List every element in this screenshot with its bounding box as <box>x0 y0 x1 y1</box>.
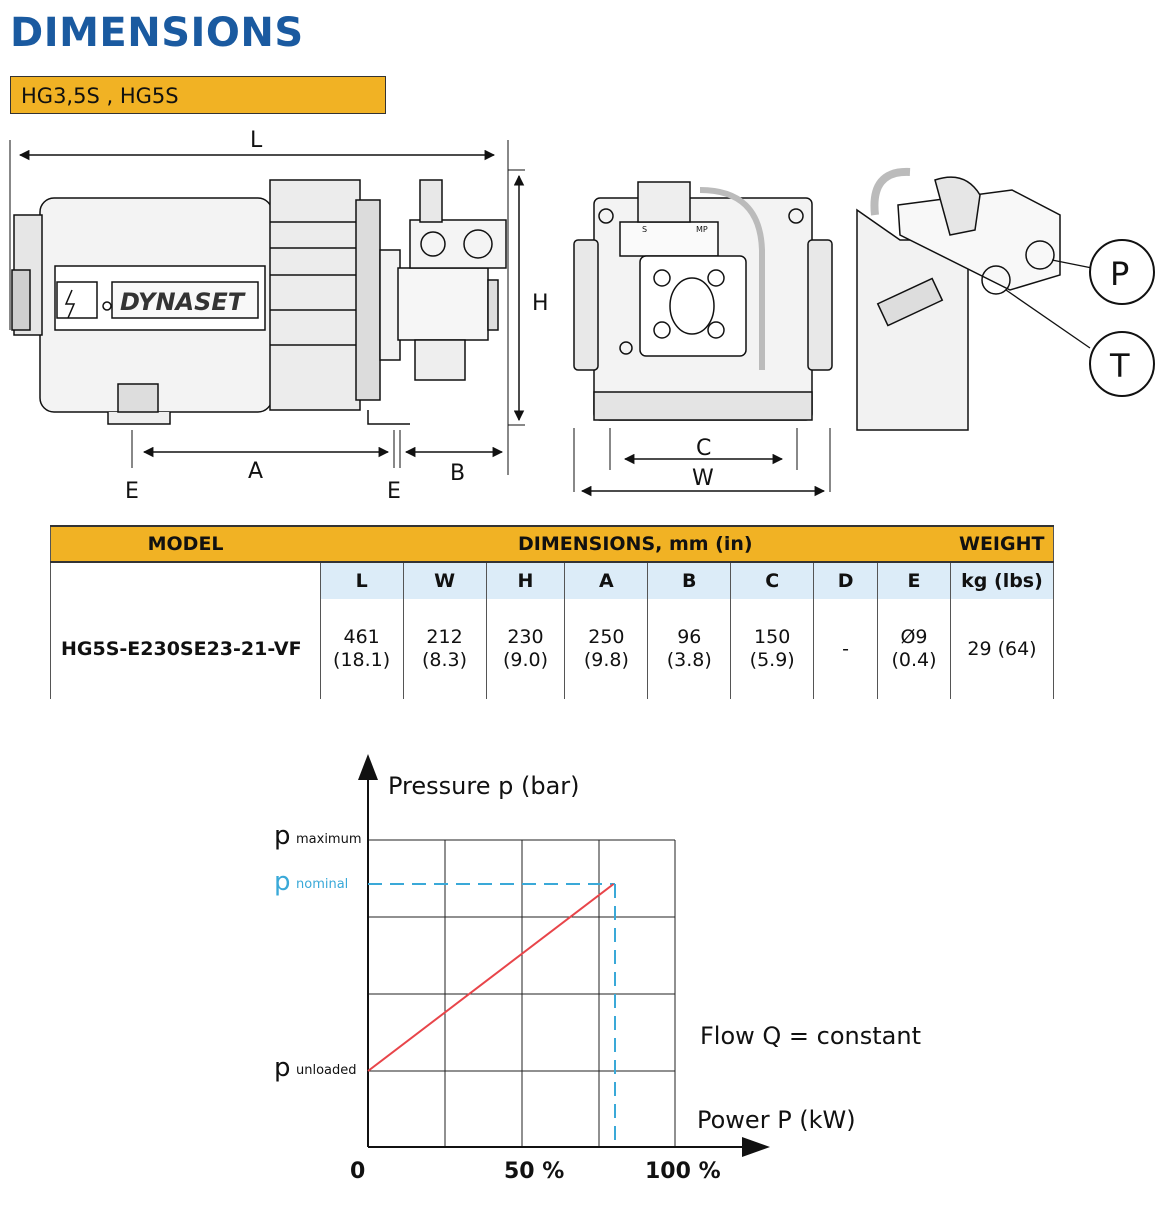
dimensions-table: MODEL DIMENSIONS, mm (in) WEIGHT L W H A… <box>50 525 1055 699</box>
pressure-power-chart: Pressure p (bar) Power P (kW) Flow Q = c… <box>274 754 921 1184</box>
header-model: MODEL <box>50 525 321 563</box>
y-tick-unloaded-symbol: p <box>274 1053 291 1083</box>
pressure-line-series <box>367 883 615 1072</box>
dim-label-c: C <box>696 436 711 461</box>
col-l: L <box>319 562 404 599</box>
value-a: 250(9.8) <box>564 599 648 699</box>
y-tick-nominal-sub: nominal <box>296 877 348 892</box>
x-tick-100: 100 % <box>645 1159 721 1184</box>
port-label-p: P <box>1110 255 1129 293</box>
flow-annotation: Flow Q = constant <box>700 1022 921 1050</box>
front-view <box>573 181 833 497</box>
value-b: 96(3.8) <box>647 599 731 699</box>
model-tag: HG3,5S , HG5S <box>10 76 386 114</box>
y-axis-arrow-icon <box>358 754 378 780</box>
dim-label-b: B <box>450 461 465 486</box>
y-tick-max-symbol: p <box>274 821 291 851</box>
dim-label-e-right: E <box>387 479 401 504</box>
dim-label-a: A <box>248 459 263 484</box>
value-e: Ø9(0.4) <box>877 599 951 699</box>
x-axis-arrow-icon <box>742 1137 770 1157</box>
value-l: 461(18.1) <box>319 599 404 699</box>
valve-label-mp: MP <box>696 225 708 234</box>
y-tick-nominal-symbol: p <box>274 867 291 897</box>
x-tick-50: 50 % <box>504 1159 564 1184</box>
col-e: E <box>877 562 951 599</box>
dim-label-h: H <box>532 291 549 316</box>
value-h: 230(9.0) <box>485 599 565 699</box>
header-dimensions: DIMENSIONS, mm (in) <box>320 525 951 563</box>
port-label-t: T <box>1109 347 1130 385</box>
value-w: 212(8.3) <box>402 599 486 699</box>
value-c: 150(5.9) <box>730 599 814 699</box>
col-h: H <box>485 562 565 599</box>
value-d: - <box>813 599 878 699</box>
col-weight-unit: kg (lbs) <box>949 562 1055 599</box>
y-axis-label: Pressure p (bar) <box>388 772 580 800</box>
model-name: HG5S-E230SE23-21-VF <box>50 599 321 699</box>
chart-grid <box>368 839 676 1147</box>
valve-label-s: S <box>642 225 647 234</box>
y-tick-max-sub: maximum <box>296 832 362 847</box>
header-weight: WEIGHT <box>950 525 1055 563</box>
x-tick-0: 0 <box>350 1159 365 1184</box>
x-axis-label: Power P (kW) <box>697 1106 856 1134</box>
brand-logo-text: DYNASET <box>120 288 246 316</box>
page-title: DIMENSIONS <box>10 10 304 56</box>
lightning-logo-icon <box>64 289 76 319</box>
dim-label-l: L <box>250 128 263 153</box>
table-header-row: MODEL DIMENSIONS, mm (in) WEIGHT <box>50 525 1055 563</box>
dim-label-w: W <box>692 466 714 491</box>
y-tick-unloaded-sub: unloaded <box>296 1063 357 1078</box>
col-b: B <box>647 562 731 599</box>
table-subheader-row: L W H A B C D E kg (lbs) <box>50 562 1055 599</box>
col-d: D <box>813 562 878 599</box>
value-weight: 29 (64) <box>949 599 1055 699</box>
side-view <box>9 140 525 475</box>
table-row: HG5S-E230SE23-21-VF 461(18.1) 212(8.3) 2… <box>50 599 1055 699</box>
col-a: A <box>564 562 648 599</box>
dim-label-e-left: E <box>125 479 139 504</box>
col-c: C <box>730 562 814 599</box>
col-w: W <box>402 562 486 599</box>
port-detail-view <box>856 160 1155 431</box>
dimension-drawings: L H A B E E DYNASET S MP C W <box>9 128 1155 504</box>
